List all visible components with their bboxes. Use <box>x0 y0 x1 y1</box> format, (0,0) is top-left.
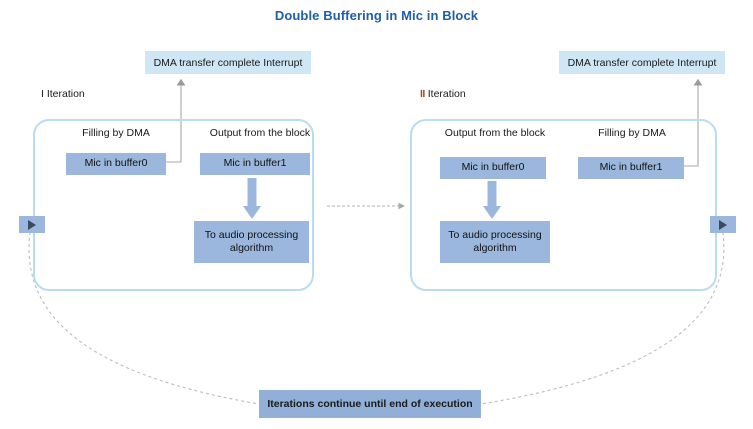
iteration-block-1 <box>33 119 314 291</box>
page-title: Double Buffering in Mic in Block <box>274 8 479 23</box>
process-line-1: To audio processing <box>448 228 542 241</box>
caption-output-from-the-block-1: Output from the block <box>209 127 311 139</box>
play-triangle-icon <box>28 219 36 230</box>
play-marker-right <box>710 216 736 233</box>
caption-output-from-the-block-2: Output from the block <box>444 127 546 139</box>
process-line-2: algorithm <box>473 242 517 254</box>
buffer-box-mic-in-buffer1-1: Mic in buffer1 <box>200 153 310 175</box>
play-triangle-icon <box>719 219 727 230</box>
play-marker-left <box>19 216 45 233</box>
iteration-block-2 <box>410 119 717 291</box>
caption-filling-by-dma-1: Filling by DMA <box>82 127 150 139</box>
caption-filling-by-dma-2: Filling by DMA <box>598 127 666 139</box>
process-box-audio-algorithm-2: To audio processing algorithm <box>440 221 550 263</box>
iteration-numeral-2: II <box>420 88 425 100</box>
interrupt-box-iteration-1: DMA transfer complete Interrupt <box>145 51 311 74</box>
interrupt-box-iteration-2: DMA transfer complete Interrupt <box>559 51 725 74</box>
iteration-label-1: I Iteration <box>41 88 85 100</box>
buffer-box-mic-in-buffer0-2: Mic in buffer0 <box>440 157 546 179</box>
process-line-1: To audio processing <box>204 228 299 241</box>
buffer-box-mic-in-buffer0-1: Mic in buffer0 <box>66 153 166 175</box>
iteration-label-2: II Iteration <box>420 88 466 100</box>
process-box-audio-algorithm-1: To audio processing algorithm <box>194 221 309 263</box>
buffer-box-mic-in-buffer1-2: Mic in buffer1 <box>578 157 684 179</box>
loop-note-box: Iterations continue until end of executi… <box>259 390 481 418</box>
process-line-2: algorithm <box>229 242 274 254</box>
